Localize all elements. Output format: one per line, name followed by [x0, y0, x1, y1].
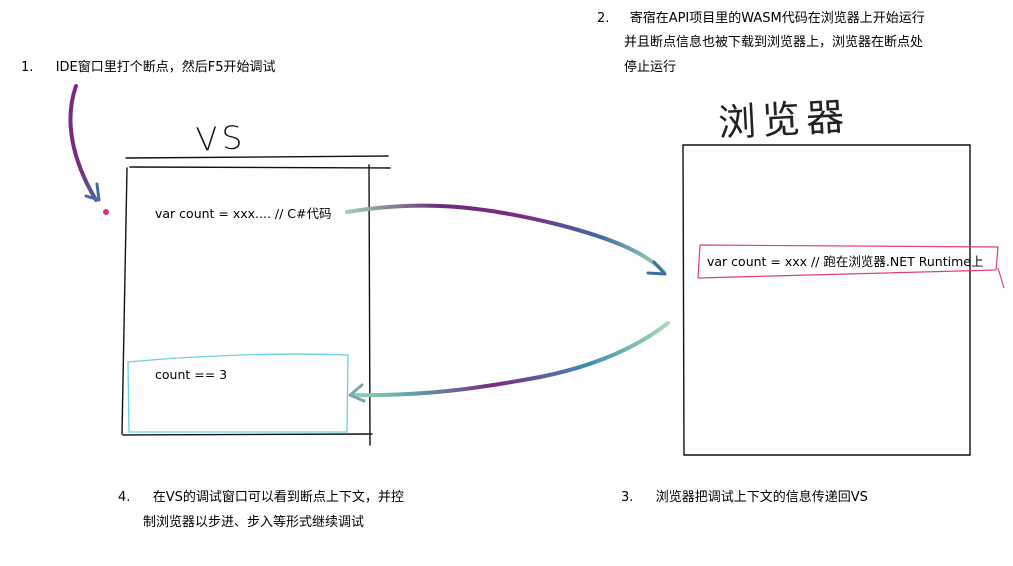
- step-2: 2. 寄宿在API项目里的WASM代码在浏览器上开始运行: [597, 7, 925, 31]
- step-3-text: 浏览器把调试上下文的信息传递回VS: [655, 490, 868, 505]
- step-4-line-2: 制浏览器以步进、步入等形式继续调试: [143, 515, 365, 530]
- vs-window-frame: [121, 155, 391, 446]
- vs-to-browser-arrow: [345, 203, 666, 274]
- vs-debug-highlight: [127, 353, 349, 433]
- browser-title: 浏览器: [717, 94, 851, 145]
- step-1-text: IDE窗口里打个断点，然后F5开始调试: [55, 60, 276, 75]
- browser-code-highlight: [697, 244, 1005, 289]
- step-2-line-1: 寄宿在API项目里的WASM代码在浏览器上开始运行: [629, 11, 925, 26]
- browser-code-line: var count = xxx // 跑在浏览器.NET Runtime上: [707, 254, 984, 269]
- step-3-number: 3.: [621, 490, 634, 505]
- step-1-number: 1.: [21, 60, 34, 75]
- step1-arrow: [68, 84, 98, 202]
- step1-arrowhead: [84, 182, 101, 202]
- step-3: 3. 浏览器把调试上下文的信息传递回VS: [621, 486, 868, 510]
- vs-title: VS: [195, 118, 247, 159]
- step-2-line-3: 停止运行: [624, 60, 677, 75]
- step-4-line-1: 在VS的调试窗口可以看到断点上下文，并控: [152, 490, 404, 505]
- browser-to-vs-arrow: [350, 321, 670, 398]
- vs-to-browser-arrowhead: [646, 260, 667, 276]
- step-4: 4. 在VS的调试窗口可以看到断点上下文，并控: [118, 486, 404, 510]
- step-4-number: 4.: [118, 490, 131, 505]
- browser-window-frame: [682, 144, 971, 456]
- vs-code-line: var count = xxx.... // C#代码: [155, 206, 332, 221]
- step-2-line-2: 并且断点信息也被下载到浏览器上，浏览器在断点处: [624, 35, 924, 50]
- browser-to-vs-arrowhead: [348, 383, 366, 403]
- vs-debug-value: count == 3: [155, 367, 228, 382]
- step-2-number: 2.: [597, 11, 610, 26]
- breakpoint-dot: [103, 209, 109, 215]
- step-1: 1. IDE窗口里打个断点，然后F5开始调试: [21, 56, 276, 80]
